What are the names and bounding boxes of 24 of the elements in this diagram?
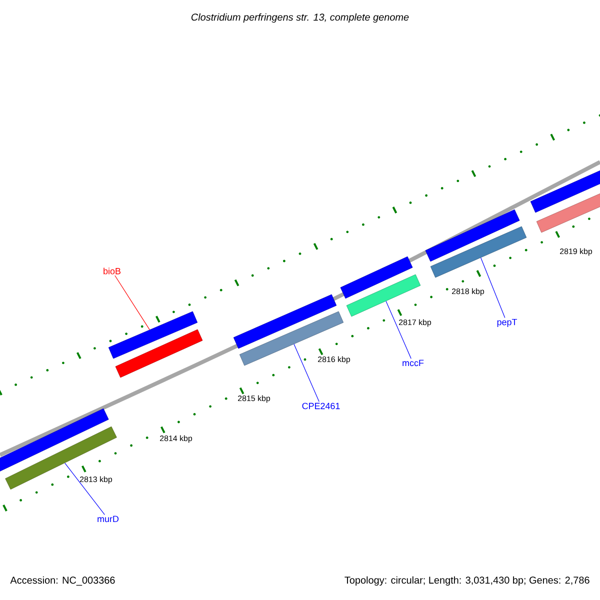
gene-bar bbox=[536, 192, 600, 233]
gene-label: pepT bbox=[497, 318, 517, 327]
gene-bar bbox=[346, 274, 421, 317]
footer-text: Accession: NC_003366 bbox=[10, 576, 115, 586]
leader-line bbox=[114, 275, 150, 330]
gene-label: mccF bbox=[402, 360, 424, 366]
gene-bar bbox=[108, 311, 198, 359]
leader-line bbox=[294, 344, 320, 402]
leader-line bbox=[64, 462, 105, 515]
gene-label: murD bbox=[98, 516, 119, 522]
footer-text: Topology: circular; Length: 3,031,430 bp; Genes: 2,786 bbox=[344, 576, 590, 586]
gene-bar bbox=[425, 209, 520, 262]
gene-bar bbox=[5, 426, 117, 490]
gene-bar bbox=[233, 294, 337, 349]
gene-bar bbox=[115, 329, 203, 378]
leader-line bbox=[386, 300, 412, 359]
gene-bar bbox=[530, 169, 600, 213]
gene-bar bbox=[0, 408, 109, 473]
title: Clostridium perfringens str. 13, complete genome bbox=[191, 13, 409, 23]
gene-bar bbox=[340, 256, 413, 299]
gene-label: CPE2461 bbox=[302, 402, 340, 410]
leader-line bbox=[480, 257, 506, 318]
gene-bar bbox=[430, 226, 527, 278]
gene-label: bioB bbox=[104, 268, 120, 274]
